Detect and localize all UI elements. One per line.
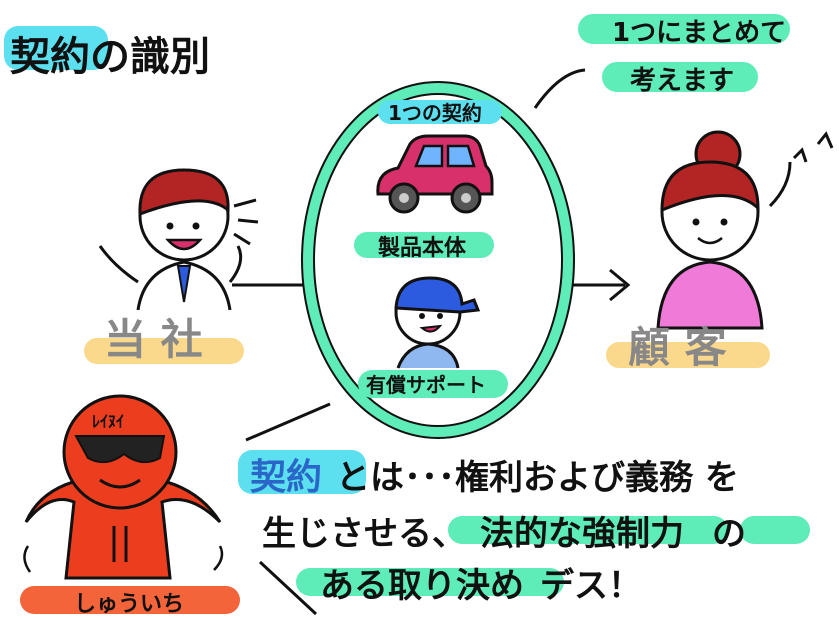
definition-agreement: ある取り決め [320, 566, 524, 606]
support-label: 有償サポート [366, 373, 486, 397]
definition-line3-text: デス！ [540, 566, 642, 606]
one-contract-label: 1つの契約 [388, 101, 482, 125]
mascot-name-highlight [20, 586, 240, 614]
customer-person-icon [656, 130, 834, 330]
mascot-name: しゅういち [74, 592, 185, 617]
bubble-line2-highlight [602, 62, 758, 92]
title-keyword: 契約 [10, 34, 90, 80]
company-person-icon [98, 168, 259, 311]
support-highlight [358, 370, 508, 398]
definition-line1: 契約とは･･･権利および義務 を [250, 448, 739, 500]
title-highlight [4, 26, 108, 70]
bubble-line2: 考えます [630, 66, 735, 96]
definition-force: 法的な強制力 [480, 514, 684, 554]
definition-line2-part2: の [712, 514, 746, 554]
mascot-icon [23, 394, 224, 580]
support-person-icon [394, 276, 481, 369]
definition-line2-part1: 生じさせる、 [262, 514, 466, 554]
definition-line2b-highlight [740, 516, 810, 544]
product-label: 製品本体 [378, 236, 467, 261]
company-highlight [84, 338, 244, 364]
bubble-line1: 1つにまとめて [612, 18, 787, 48]
definition-line2: 生じさせる、法的な強制力の [262, 506, 746, 555]
title-rest: の識別 [90, 34, 210, 80]
product-highlight [354, 232, 494, 258]
mascot-badge: ﾚｲﾇｲ [92, 412, 125, 431]
page-title: 契約の識別 [10, 24, 210, 82]
definition-line2-highlight [448, 516, 728, 544]
customer-label: 顧 客 [628, 323, 727, 372]
definition-line1-text: とは･･･権利および義務 を [336, 458, 739, 498]
bubble-line1-highlight [578, 14, 790, 44]
definition-line3-highlight [296, 568, 564, 596]
one-contract-highlight [378, 100, 502, 124]
definition-keyword-highlight [238, 450, 366, 494]
definition-keyword: 契約 [250, 457, 323, 498]
company-label: 当 社 [104, 315, 203, 364]
customer-highlight [606, 342, 770, 368]
car-icon [376, 134, 494, 214]
definition-line3: ある取り決めデス！ [320, 558, 642, 607]
